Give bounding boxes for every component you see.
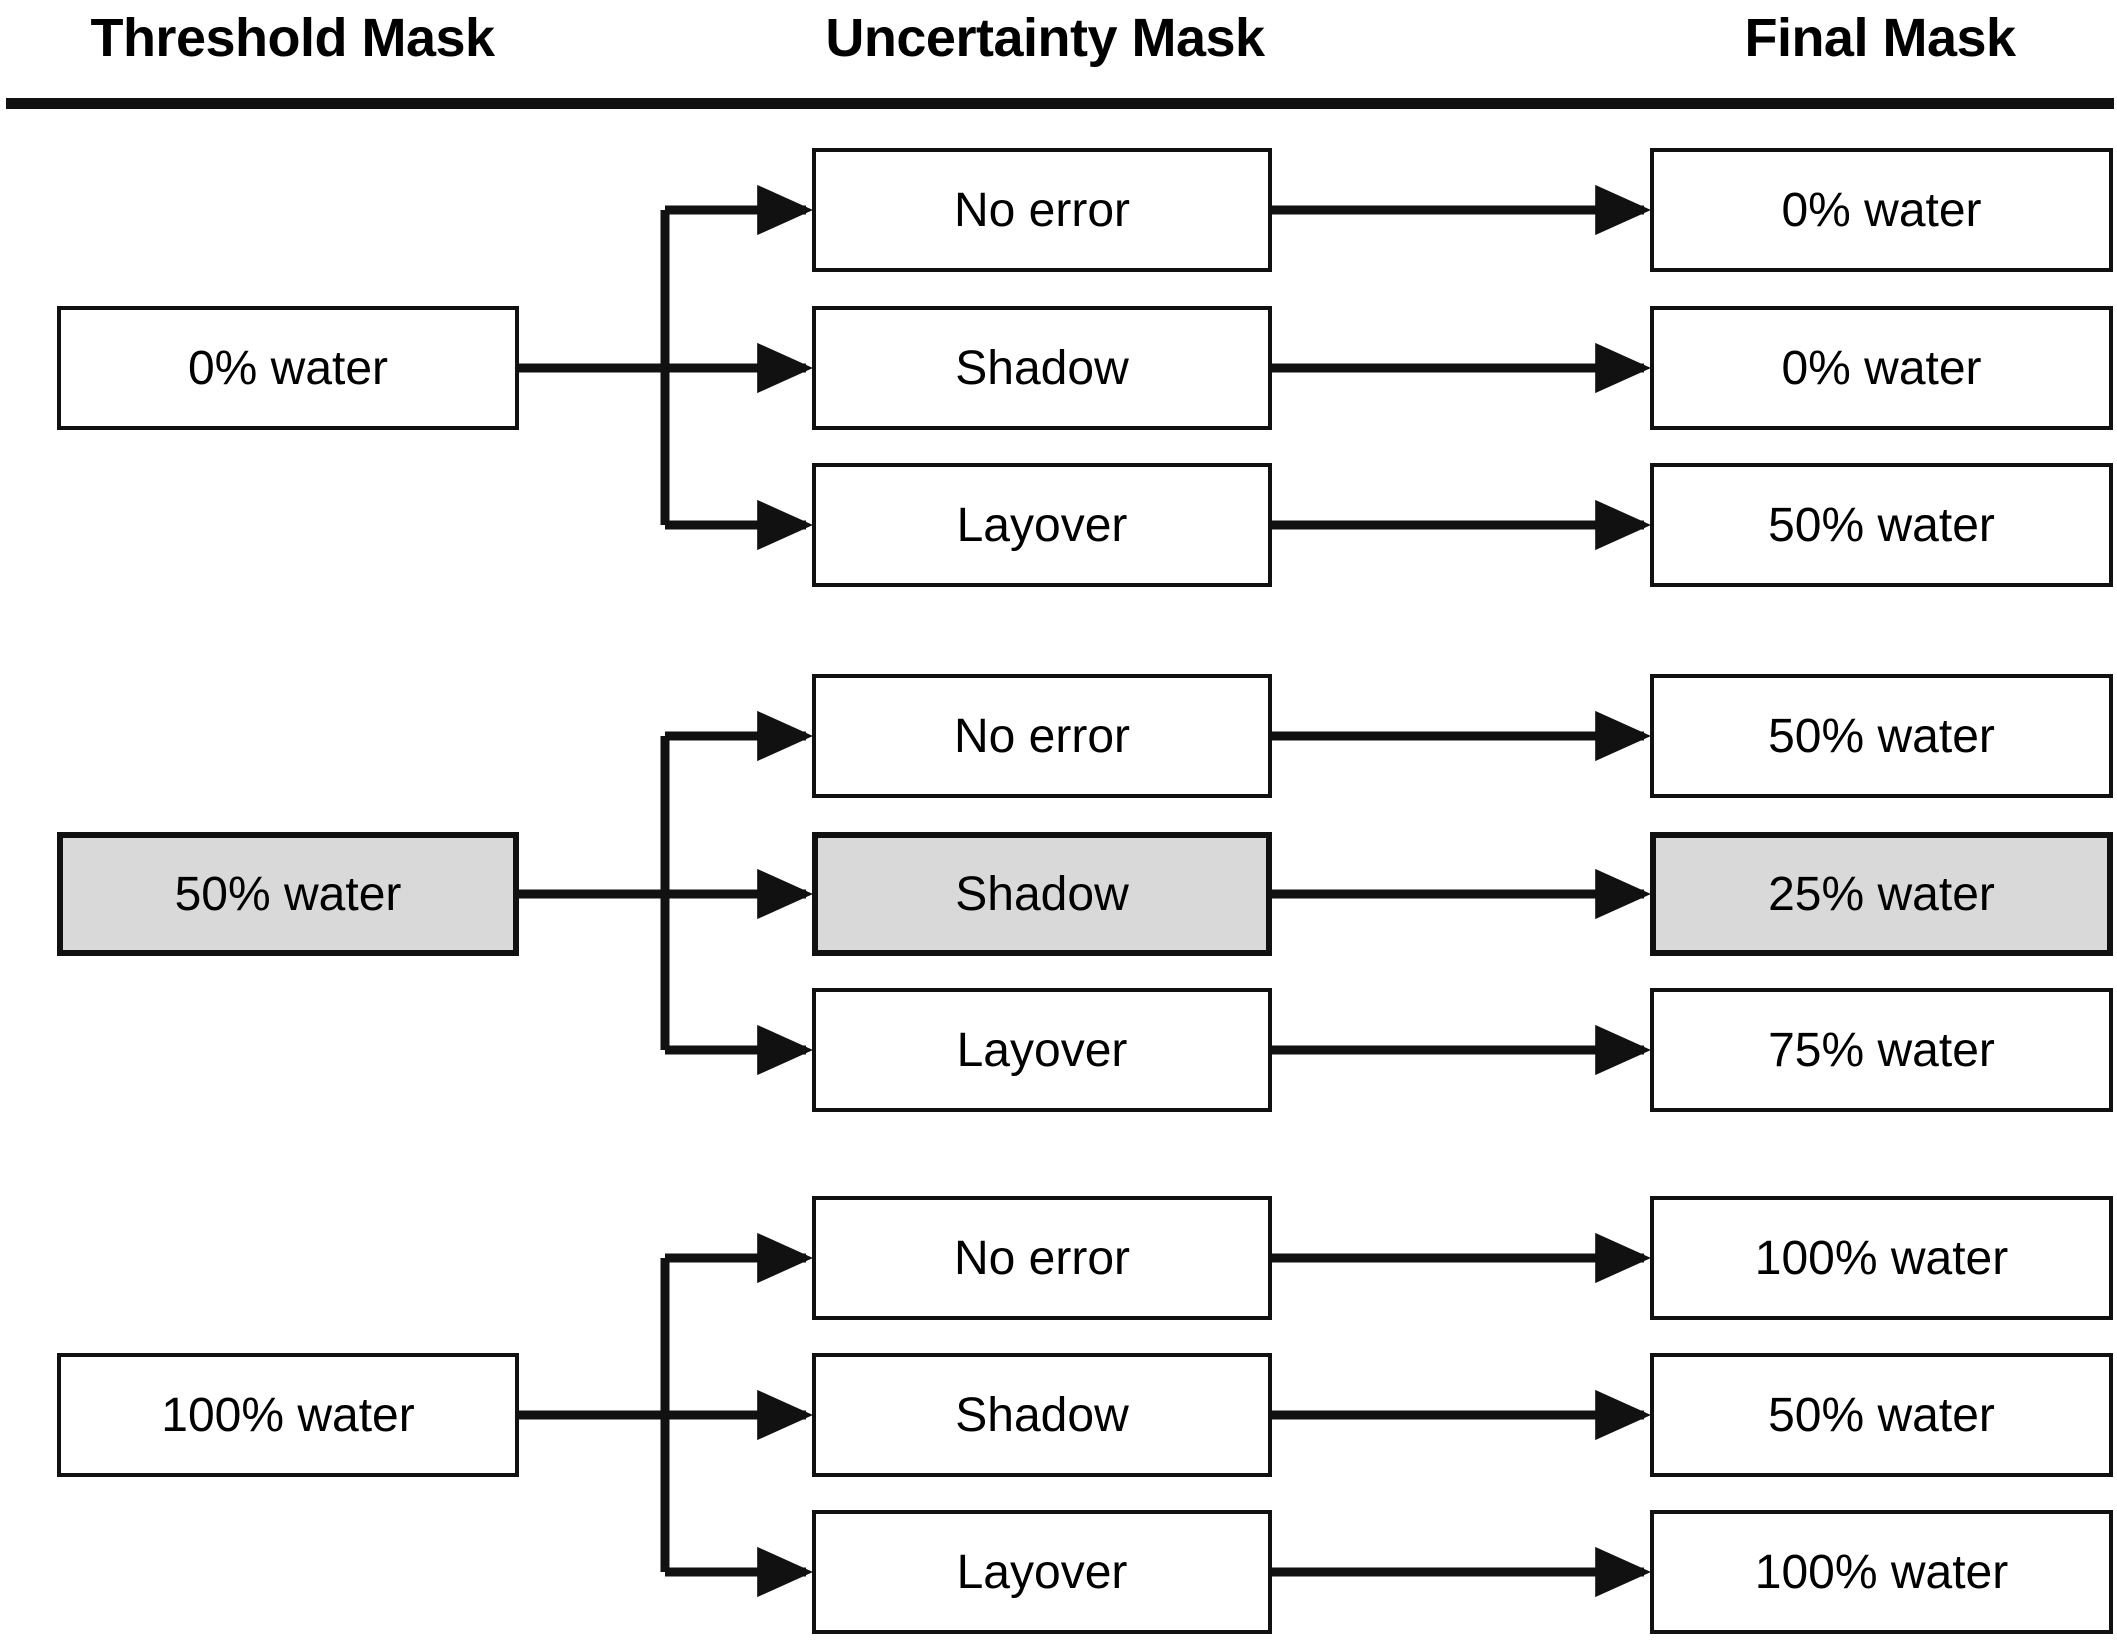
- final-box-group-3-row-1: 100% water: [1650, 1196, 2113, 1320]
- uncertainty-box-layover-group-1: Layover: [812, 463, 1272, 587]
- column-header-final-mask: Final Mask: [1744, 8, 2016, 68]
- final-box-group-1-row-2: 0% water: [1650, 306, 2113, 430]
- final-box-group-2-row-2: 25% water: [1650, 832, 2113, 956]
- uncertainty-box-shadow-group-2: Shadow: [812, 832, 1272, 956]
- threshold-box-group-2: 50% water: [57, 832, 519, 956]
- column-header-uncertainty-mask: Uncertainty Mask: [825, 8, 1265, 68]
- threshold-box-group-3: 100% water: [57, 1353, 519, 1477]
- final-box-group-1-row-3: 50% water: [1650, 463, 2113, 587]
- column-header-threshold-mask: Threshold Mask: [90, 8, 495, 68]
- final-box-group-1-row-1: 0% water: [1650, 148, 2113, 272]
- uncertainty-box-no-error-group-1: No error: [812, 148, 1272, 272]
- header-divider-rule: [6, 98, 2114, 109]
- uncertainty-box-no-error-group-3: No error: [812, 1196, 1272, 1320]
- threshold-box-group-1: 0% water: [57, 306, 519, 430]
- uncertainty-box-shadow-group-1: Shadow: [812, 306, 1272, 430]
- final-box-group-3-row-2: 50% water: [1650, 1353, 2113, 1477]
- uncertainty-box-layover-group-2: Layover: [812, 988, 1272, 1112]
- uncertainty-box-layover-group-3: Layover: [812, 1510, 1272, 1634]
- final-box-group-2-row-3: 75% water: [1650, 988, 2113, 1112]
- uncertainty-box-shadow-group-3: Shadow: [812, 1353, 1272, 1477]
- uncertainty-box-no-error-group-2: No error: [812, 674, 1272, 798]
- final-box-group-2-row-1: 50% water: [1650, 674, 2113, 798]
- final-box-group-3-row-3: 100% water: [1650, 1510, 2113, 1634]
